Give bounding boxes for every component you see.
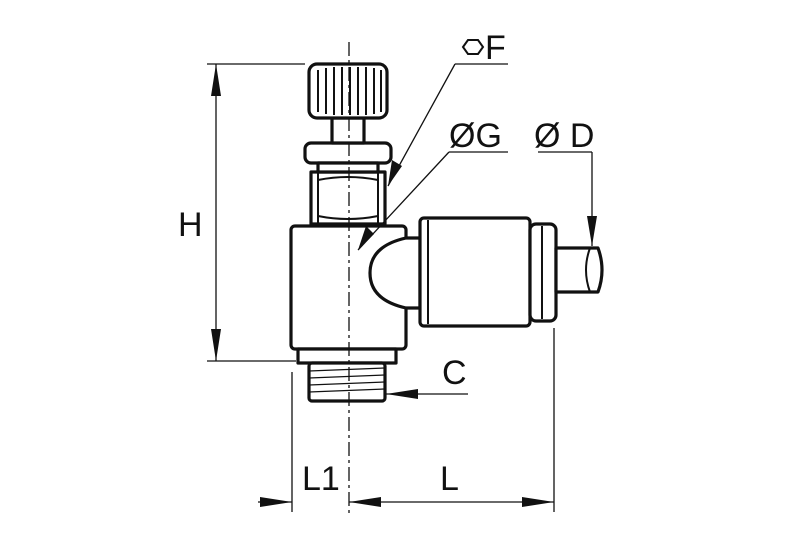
tube xyxy=(554,246,604,294)
thread-lines xyxy=(308,367,386,393)
knurl-lines xyxy=(317,67,382,115)
label-l: L xyxy=(440,460,459,498)
label-l1: L1 xyxy=(302,460,340,498)
label-c: C xyxy=(442,354,467,392)
leader-f xyxy=(387,63,508,187)
leader-c xyxy=(386,389,468,399)
ring-neck xyxy=(316,161,380,174)
dimension-l1-l xyxy=(258,328,555,512)
dimension-h xyxy=(207,63,305,362)
leader-d xyxy=(538,151,597,246)
label-f: F xyxy=(485,29,506,67)
lock-ring xyxy=(303,141,393,165)
label-d: Ø D xyxy=(534,117,594,155)
push-in-body xyxy=(418,216,532,328)
fitting-body xyxy=(289,62,604,403)
label-g: ØG xyxy=(449,117,502,155)
body-collar xyxy=(296,347,398,365)
swivel-elbow xyxy=(368,236,422,310)
hexagon-icon xyxy=(461,39,485,55)
adjust-spindle xyxy=(330,116,366,145)
leader-g xyxy=(357,151,508,251)
knurled-knob xyxy=(307,62,389,120)
label-h: H xyxy=(178,206,203,244)
